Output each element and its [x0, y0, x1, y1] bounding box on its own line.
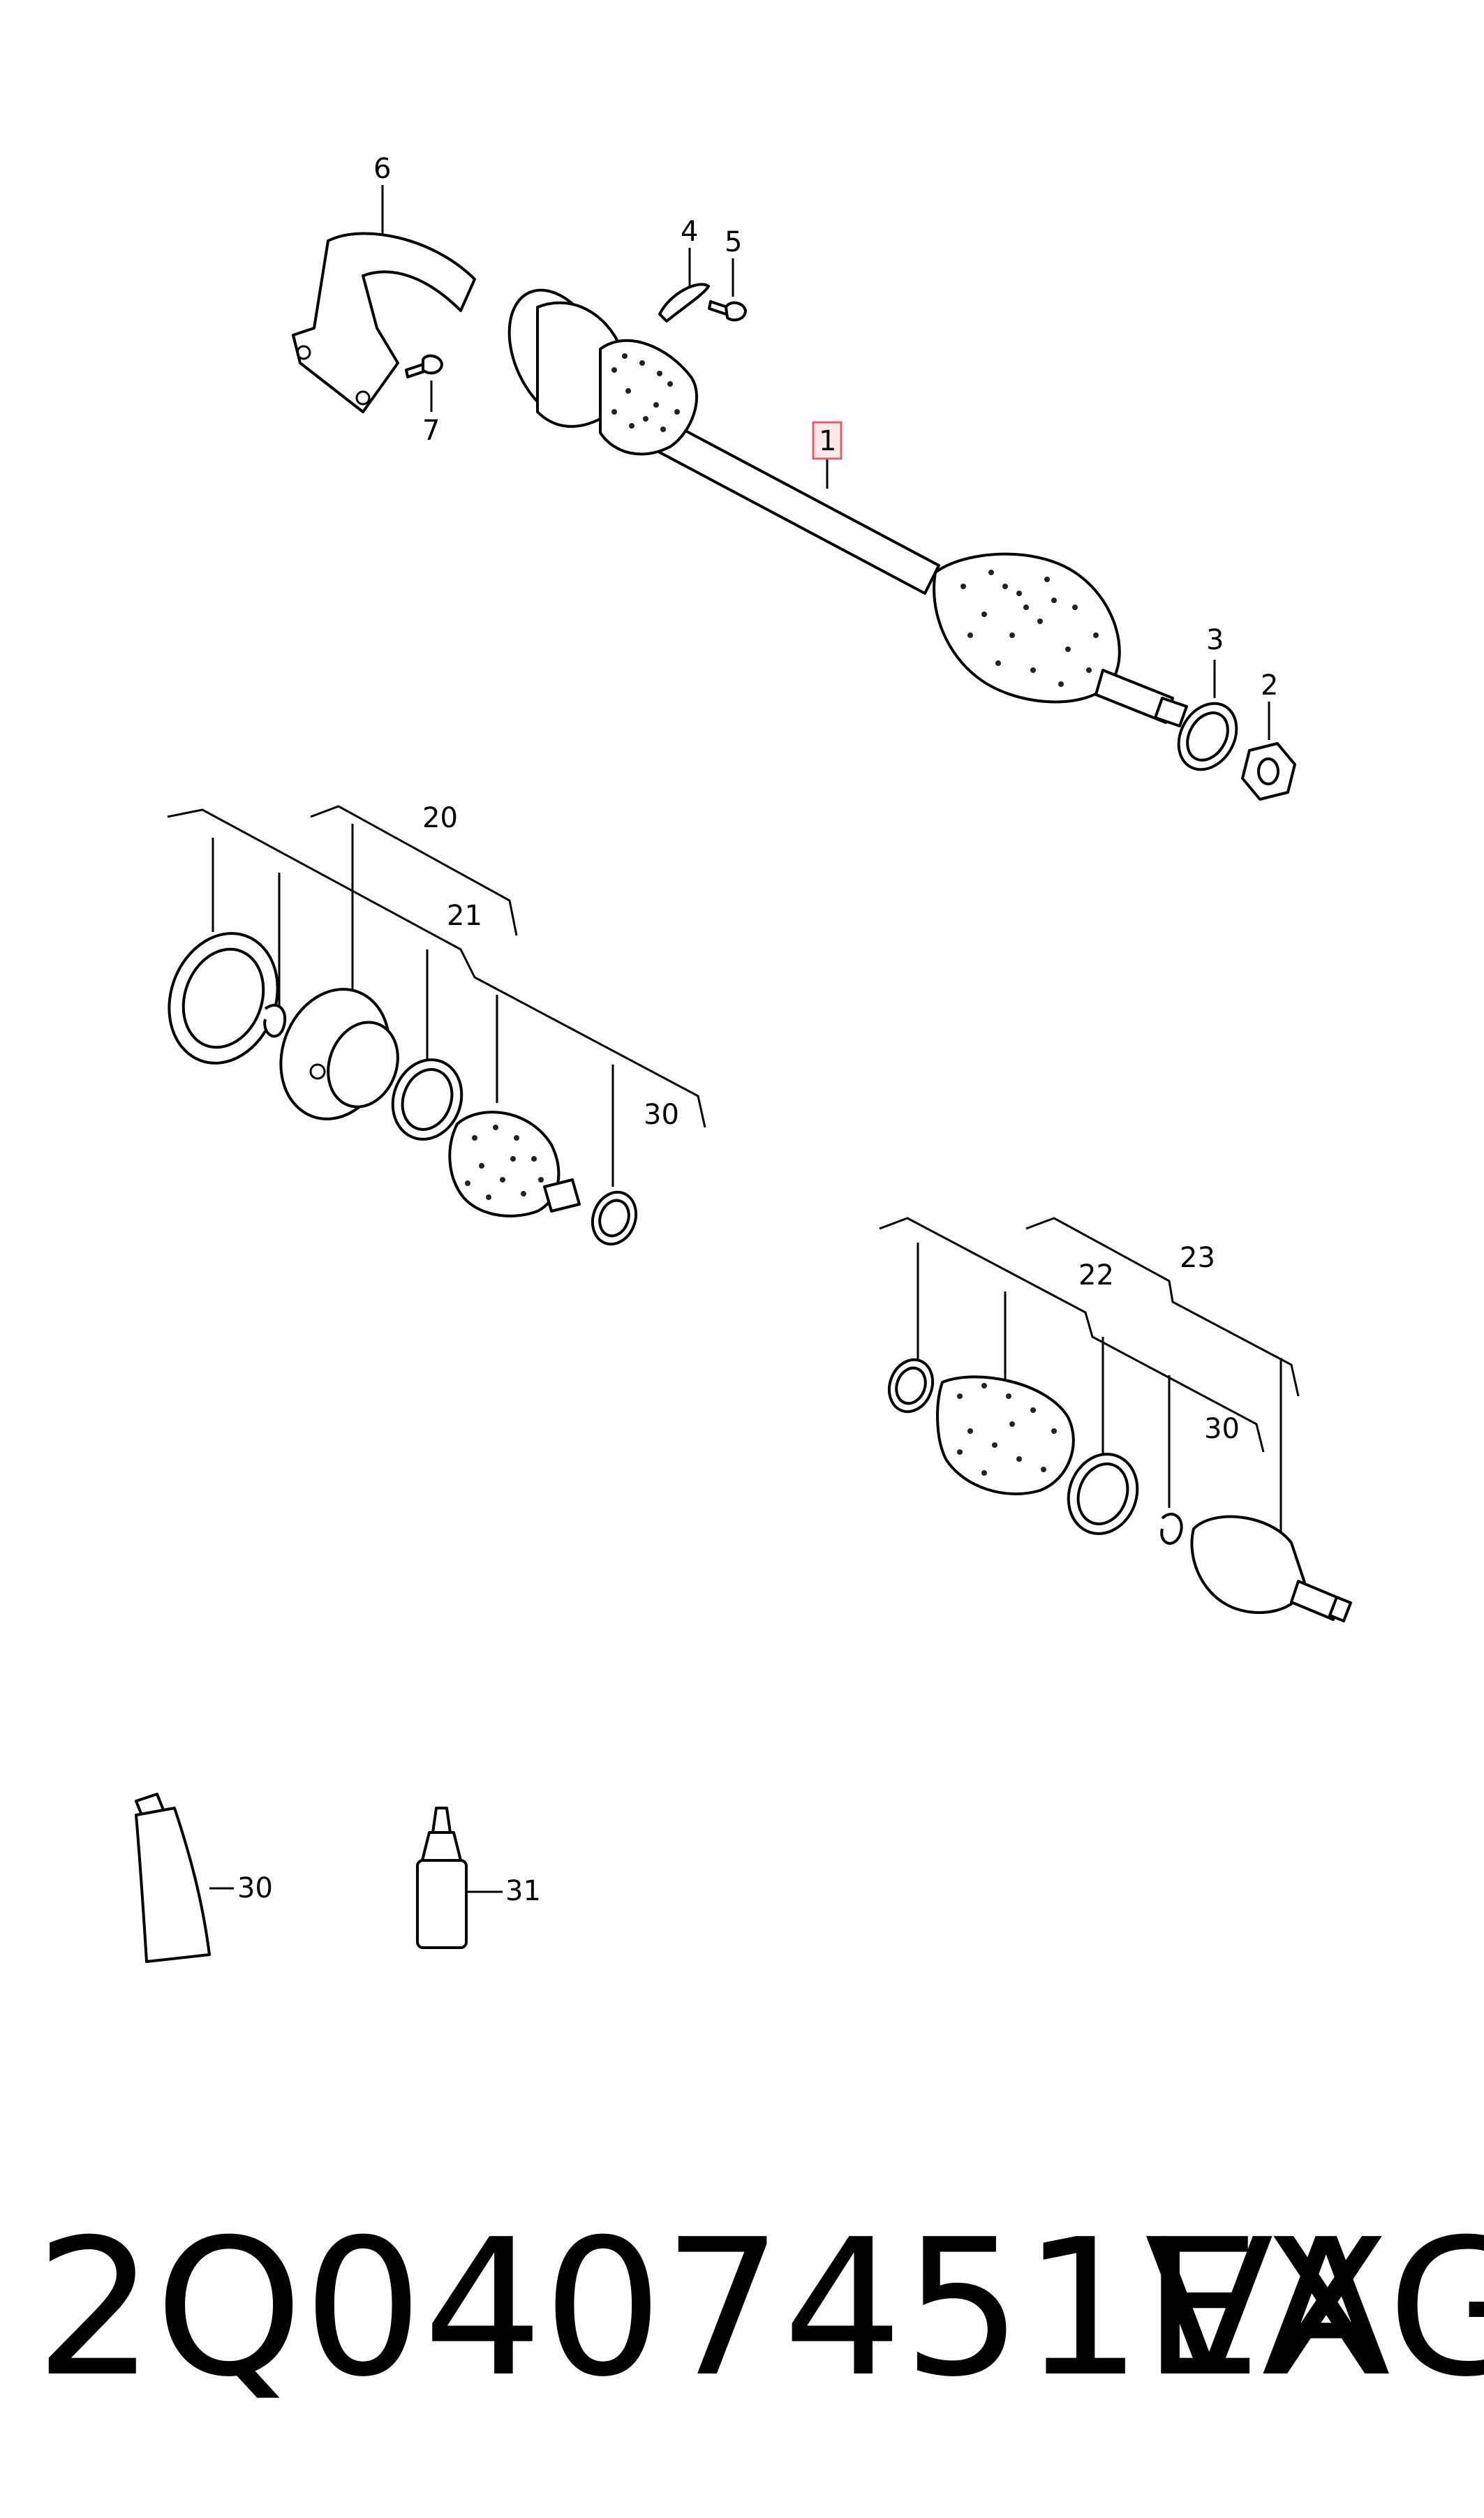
callout-5: 5	[725, 226, 742, 258]
grease-tube-part	[135, 1793, 234, 1963]
outer-joint-kit	[879, 1217, 1352, 1622]
clip-part	[658, 248, 710, 323]
brand-name: VAG	[1145, 2198, 1484, 2418]
callout-3: 3	[1206, 624, 1224, 656]
sealing-ring-part	[1177, 660, 1238, 771]
callout-22: 22	[1078, 1259, 1114, 1291]
callout-2: 2	[1261, 669, 1278, 702]
oil-bottle-part	[416, 1807, 503, 1949]
callout-20: 20	[422, 802, 458, 834]
heat-shield-part	[292, 185, 476, 413]
callout-30-b: 30	[1204, 1413, 1240, 1445]
callout-1-highlight	[812, 421, 843, 460]
bolt-part-5	[708, 258, 747, 322]
callout-23: 23	[1180, 1242, 1215, 1274]
callout-4: 4	[681, 216, 698, 248]
callout-1: 1	[819, 425, 836, 457]
part-number: 2Q0407451EX	[35, 2198, 1390, 2418]
inner-joint-kit	[167, 805, 706, 1246]
callout-31: 31	[505, 1875, 541, 1907]
drive-shaft-assembly	[507, 288, 1188, 727]
callout-21: 21	[447, 900, 482, 932]
callout-30-a: 30	[644, 1099, 679, 1131]
callout-6: 6	[373, 153, 391, 185]
callout-7: 7	[422, 415, 440, 447]
bolt-part-7	[405, 354, 443, 412]
hex-nut-part	[1241, 702, 1296, 801]
callout-30-c: 30	[237, 1872, 273, 1904]
